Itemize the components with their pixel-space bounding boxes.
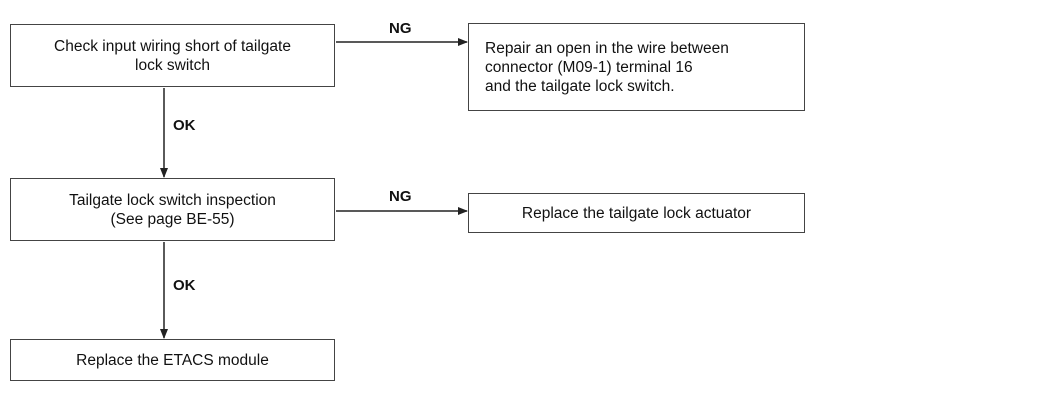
repair-open-box: Repair an open in the wire between conne… xyxy=(468,23,805,111)
repair-open-text: Repair an open in the wire between conne… xyxy=(485,39,729,95)
replace-etacs-box: Replace the ETACS module xyxy=(10,339,335,381)
switch-inspection-box: Tailgate lock switch inspection (See pag… xyxy=(10,178,335,241)
replace-etacs-text: Replace the ETACS module xyxy=(76,351,269,369)
replace-actuator-text: Replace the tailgate lock actuator xyxy=(521,204,752,222)
replace-actuator-box: Replace the tailgate lock actuator xyxy=(468,193,805,233)
ok-label-2: OK xyxy=(173,277,196,294)
ng-label-2: NG xyxy=(389,188,412,205)
check-wiring-box: Check input wiring short of tailgate loc… xyxy=(10,24,335,87)
ng-label-1: NG xyxy=(389,20,412,37)
ok-label-1: OK xyxy=(173,117,196,134)
check-wiring-text: Check input wiring short of tailgate loc… xyxy=(54,37,291,74)
switch-inspection-text: Tailgate lock switch inspection (See pag… xyxy=(69,191,276,228)
